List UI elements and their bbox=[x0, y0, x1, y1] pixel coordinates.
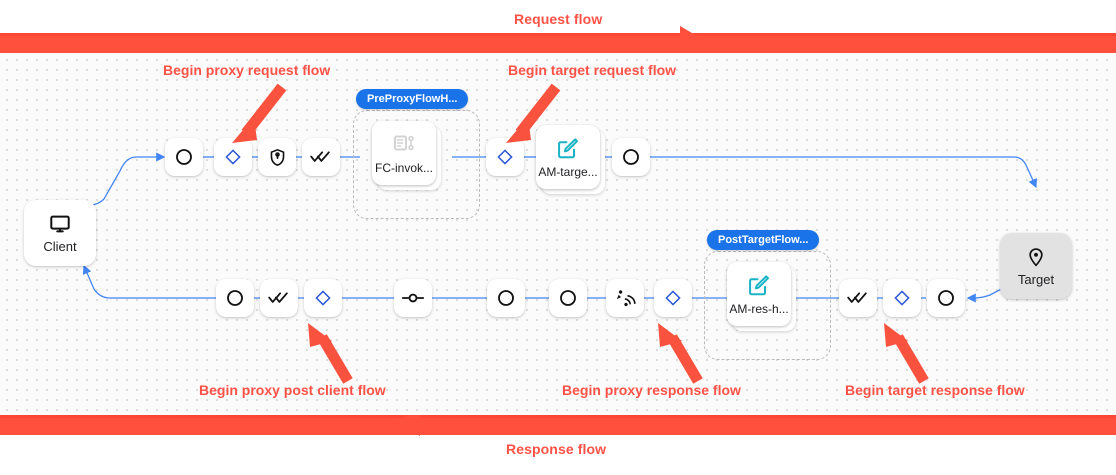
flow-callout-icon bbox=[392, 132, 416, 156]
posttarget-flow-group bbox=[704, 251, 831, 360]
request-step-double-check[interactable] bbox=[302, 138, 340, 176]
response-flow-bar-highlight bbox=[0, 415, 1116, 418]
posttarget-flow-group-chip[interactable]: PostTargetFlow... bbox=[707, 230, 820, 250]
broadcast-icon bbox=[614, 287, 636, 309]
posttarget-assign-message-node[interactable]: AM-res-h... bbox=[727, 262, 791, 326]
double-check-icon bbox=[847, 289, 869, 307]
preproxy-flow-group bbox=[353, 110, 480, 219]
response-step-broadcast-node[interactable] bbox=[606, 279, 644, 317]
annotation-label-begin-proxy-post-client-flow: Begin proxy post client flow bbox=[199, 382, 386, 398]
diamond-icon bbox=[496, 148, 514, 166]
response-step-proxy-end-circle[interactable] bbox=[487, 279, 525, 317]
double-check-icon bbox=[268, 289, 290, 307]
pipe-node-icon bbox=[401, 291, 425, 305]
target-request-end-circle[interactable] bbox=[612, 138, 650, 176]
annotation-arrow-target-response bbox=[884, 323, 929, 384]
posttarget-node-label: AM-res-h... bbox=[729, 301, 789, 316]
diamond-icon bbox=[224, 148, 242, 166]
client-label: Client bbox=[43, 238, 77, 254]
client-endpoint[interactable]: Client bbox=[24, 200, 96, 266]
request-flow-label: Request flow bbox=[514, 11, 603, 27]
diagram-canvas[interactable]: Client Target bbox=[0, 53, 1116, 415]
circle-icon bbox=[496, 288, 516, 308]
response-step-pipe-node[interactable] bbox=[394, 279, 432, 317]
monitor-icon bbox=[49, 213, 71, 235]
response-step-client-end-circle[interactable] bbox=[216, 279, 254, 317]
diamond-icon bbox=[314, 289, 332, 307]
preproxy-flow-callout-node[interactable]: FC-invok... bbox=[372, 121, 436, 185]
response-step-postclient-flow-diamond[interactable] bbox=[304, 279, 342, 317]
preproxy-node-label: FC-invok... bbox=[374, 160, 433, 175]
request-flow-bar bbox=[0, 33, 1116, 53]
target-endpoint[interactable]: Target bbox=[1000, 233, 1072, 299]
response-step-proxy-start-circle[interactable] bbox=[549, 279, 587, 317]
circle-icon bbox=[225, 288, 245, 308]
target-request-node-label: AM-targe... bbox=[538, 164, 598, 179]
response-step-postclient-double-check[interactable] bbox=[260, 279, 298, 317]
circle-icon bbox=[621, 147, 641, 167]
target-response-start-circle[interactable] bbox=[927, 279, 965, 317]
request-flow-arrowhead bbox=[680, 26, 704, 54]
double-check-icon bbox=[310, 148, 332, 166]
annotation-label-begin-proxy-response-flow: Begin proxy response flow bbox=[562, 382, 741, 398]
preproxy-flow-group-chip[interactable]: PreProxyFlowH... bbox=[356, 89, 469, 109]
request-step-circle-start[interactable] bbox=[165, 138, 203, 176]
circle-icon bbox=[174, 147, 194, 167]
annotation-label-begin-target-response-flow: Begin target response flow bbox=[845, 382, 1025, 398]
circle-icon bbox=[936, 288, 956, 308]
target-request-preflow-diamond[interactable] bbox=[486, 138, 524, 176]
target-response-double-check[interactable] bbox=[839, 279, 877, 317]
response-flow-label: Response flow bbox=[506, 441, 607, 457]
annotation-arrow-post-client bbox=[308, 323, 353, 384]
annotation-arrow-target-request bbox=[506, 83, 561, 143]
assign-message-icon bbox=[556, 136, 580, 160]
diamond-icon bbox=[664, 289, 682, 307]
request-step-preflow-diamond[interactable] bbox=[214, 138, 252, 176]
annotation-label-begin-proxy-request-flow: Begin proxy request flow bbox=[163, 62, 331, 78]
response-step-proxy-response-flow-diamond[interactable] bbox=[654, 279, 692, 317]
location-pin-icon bbox=[1026, 246, 1046, 268]
assign-message-icon bbox=[747, 273, 771, 297]
target-request-assign-message-node[interactable]: AM-targe... bbox=[536, 125, 600, 189]
response-flow-bar bbox=[0, 415, 1116, 435]
annotation-arrow-proxy-response bbox=[658, 323, 703, 384]
circle-icon bbox=[558, 288, 578, 308]
request-step-oauth-shield[interactable] bbox=[258, 138, 296, 176]
target-label: Target bbox=[1017, 271, 1055, 287]
shield-lock-icon bbox=[268, 148, 287, 167]
annotation-arrow-proxy-request bbox=[232, 83, 287, 143]
request-flow-bar-highlight bbox=[0, 33, 1116, 36]
target-response-flow-diamond[interactable] bbox=[883, 279, 921, 317]
diamond-icon bbox=[893, 289, 911, 307]
annotation-label-begin-target-request-flow: Begin target request flow bbox=[508, 62, 677, 78]
